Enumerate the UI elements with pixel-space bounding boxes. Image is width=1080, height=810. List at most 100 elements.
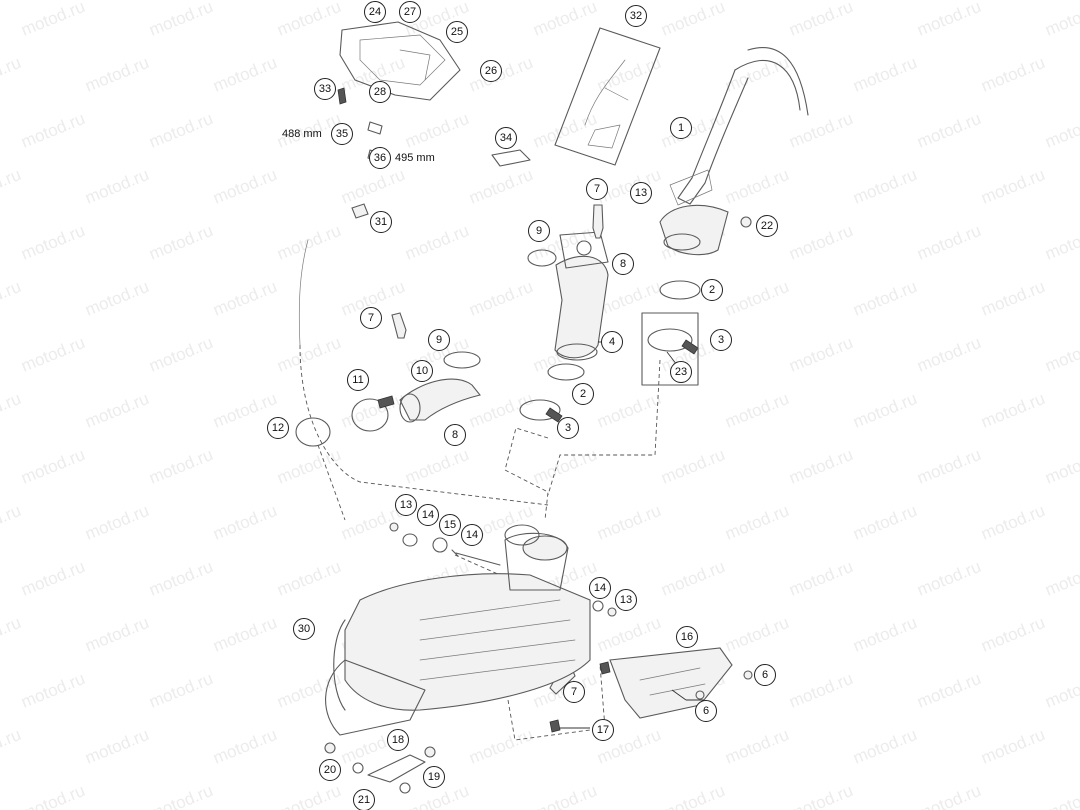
spacer-15 — [432, 537, 448, 553]
washer-21-a — [352, 762, 364, 774]
callout-1: 1 — [670, 117, 692, 139]
dashed-guide-17 — [507, 664, 606, 741]
dashed-guide-3 — [504, 427, 549, 521]
sensor-7-top — [592, 204, 604, 239]
clamp-3-mid — [519, 399, 561, 421]
callout-32: 32 — [625, 5, 647, 27]
callout-13: 13 — [395, 494, 417, 516]
dashed-guide-23 — [547, 359, 661, 496]
callout-8: 8 — [444, 424, 466, 446]
nut-20 — [324, 742, 336, 754]
callout-34: 34 — [495, 127, 517, 149]
nut-6-b — [695, 690, 705, 700]
callout-13: 13 — [630, 182, 652, 204]
clamp-3-box — [641, 312, 699, 386]
washer-14-b — [592, 600, 604, 612]
clip-31 — [351, 203, 369, 219]
spring-35 — [367, 121, 383, 135]
callout-2: 2 — [572, 383, 594, 405]
nut-6-a — [743, 670, 753, 680]
callout-26: 26 — [480, 60, 502, 82]
bracket-18 — [367, 754, 426, 783]
callout-15: 15 — [439, 514, 461, 536]
bracket-group-detail — [359, 34, 446, 86]
head-pipe-1-arc-b — [734, 59, 801, 111]
muffler-inlet-ring — [504, 524, 540, 546]
callout-16: 16 — [676, 626, 698, 648]
callout-30: 30 — [293, 618, 315, 640]
callout-11: 11 — [347, 369, 369, 391]
callout-13: 13 — [615, 589, 637, 611]
gasket-9-mid — [443, 351, 481, 369]
gasket-2-mid — [547, 363, 585, 381]
flange-cone — [659, 204, 729, 256]
callout-10: 10 — [411, 360, 433, 382]
dashed-guide-12 — [317, 444, 346, 521]
bolt-14 — [451, 549, 501, 566]
heat-shield-32-detail — [584, 59, 629, 149]
nut-22 — [740, 216, 752, 228]
clamp-3-right — [647, 328, 693, 352]
washer-21-b — [399, 782, 411, 794]
manifold-pipe-4-end — [556, 343, 598, 361]
bolt-17-a — [599, 661, 611, 675]
callout-20: 20 — [319, 759, 341, 781]
spacer-14-a — [402, 533, 418, 547]
callout-19: 19 — [423, 766, 445, 788]
clamp-11 — [351, 398, 389, 432]
callout-36: 36 — [369, 147, 391, 169]
elbow-pipe-10-end — [399, 393, 421, 423]
muffler-frame — [333, 619, 346, 711]
callout-17: 17 — [592, 719, 614, 741]
callout-28: 28 — [369, 81, 391, 103]
callout-9: 9 — [528, 220, 550, 242]
callout-25: 25 — [446, 21, 468, 43]
callout-3: 3 — [557, 417, 579, 439]
callout-12: 12 — [267, 417, 289, 439]
callout-23: 23 — [670, 361, 692, 383]
flange-ring — [663, 233, 701, 251]
muffler-tail-pipe — [325, 659, 426, 736]
heat-shield-16-detail — [639, 667, 706, 696]
bolt-33 — [337, 87, 347, 105]
dimension-495: 495 mm — [395, 152, 435, 164]
nut-19 — [424, 746, 436, 758]
dimension-488: 488 mm — [282, 128, 322, 140]
head-pipe-1 — [677, 69, 749, 205]
gasket-9-top — [527, 249, 557, 267]
callout-21: 21 — [353, 789, 375, 810]
sensor-7-left — [391, 312, 407, 339]
elbow-pipe-10 — [399, 378, 481, 421]
callout-24: 24 — [364, 1, 386, 23]
ring-12 — [295, 417, 331, 447]
muffler-30 — [344, 573, 591, 711]
callout-35: 35 — [331, 123, 353, 145]
dashed-guide-14 — [454, 554, 501, 576]
muffler-inlet-body — [504, 532, 569, 591]
callout-8: 8 — [612, 253, 634, 275]
callout-7: 7 — [586, 178, 608, 200]
callout-14: 14 — [417, 504, 439, 526]
dashed-guide-left — [299, 344, 549, 506]
head-pipe-bracket — [669, 169, 713, 206]
bracket-group — [339, 21, 461, 101]
nut-13-a — [389, 522, 399, 532]
callout-31: 31 — [370, 211, 392, 233]
manifold-flange — [559, 231, 609, 269]
manifold-flange-hole — [576, 240, 592, 256]
callout-6: 6 — [695, 700, 717, 722]
gasket-2-top — [659, 280, 701, 300]
manifold-pipe-4 — [554, 255, 609, 359]
callout-14: 14 — [589, 577, 611, 599]
callout-27: 27 — [399, 1, 421, 23]
head-pipe-1-arc — [747, 47, 809, 116]
clip-34 — [491, 149, 531, 167]
heat-shield-32 — [554, 27, 661, 166]
callout-33: 33 — [314, 78, 336, 100]
callout-4: 4 — [601, 331, 623, 353]
callout-22: 22 — [756, 215, 778, 237]
callout-9: 9 — [428, 329, 450, 351]
